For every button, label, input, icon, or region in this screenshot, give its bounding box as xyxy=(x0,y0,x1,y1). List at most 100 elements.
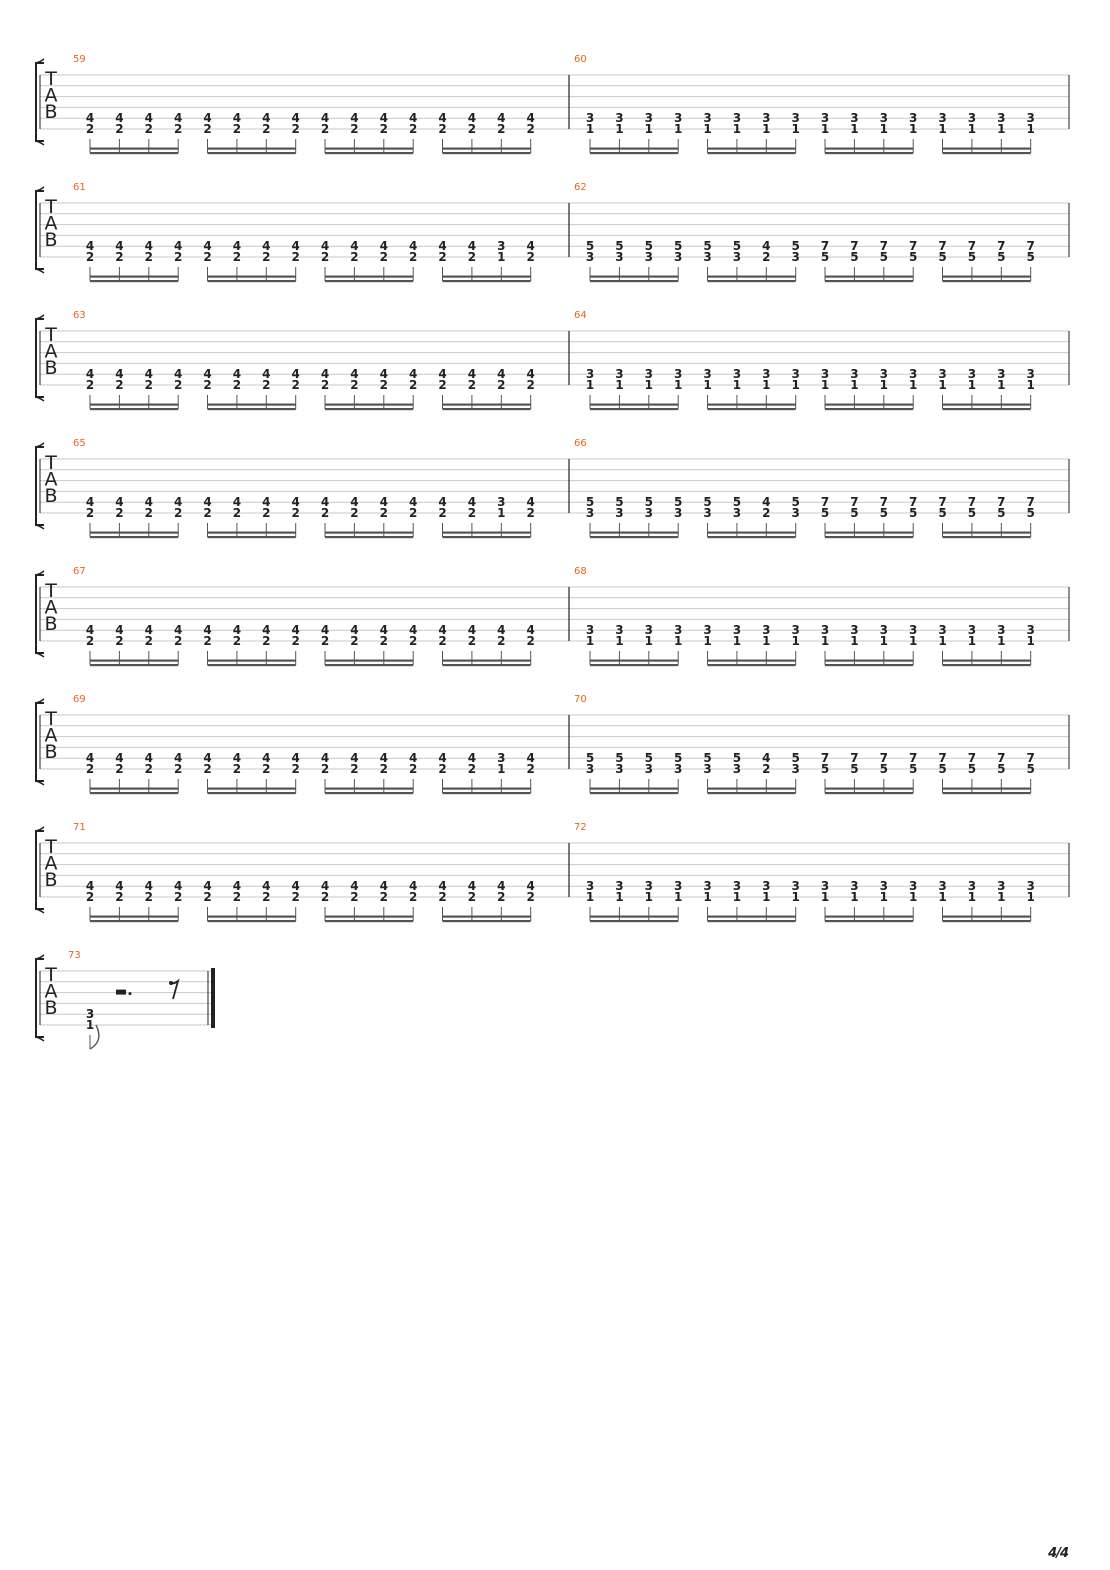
fret-number: 1 xyxy=(821,378,829,392)
fret-number: 5 xyxy=(880,762,888,776)
fret-number: 3 xyxy=(615,879,623,893)
sixteenth-beam xyxy=(707,792,796,795)
fret-number: 2 xyxy=(262,378,270,392)
fret-number: 1 xyxy=(615,634,623,648)
fret-number: 2 xyxy=(115,506,123,520)
fret-number: 2 xyxy=(292,250,300,264)
fret-number: 2 xyxy=(380,122,388,136)
sixteenth-beam xyxy=(942,787,1031,790)
tab-system: TAB7142424242424242424242424242424242723… xyxy=(35,822,1070,923)
fret-number: 4 xyxy=(497,879,505,893)
fret-number: 2 xyxy=(203,890,211,904)
fret-number: 2 xyxy=(262,250,270,264)
fret-number: 2 xyxy=(762,506,770,520)
fret-number: 3 xyxy=(615,762,623,776)
fret-number: 2 xyxy=(174,634,182,648)
fret-number: 7 xyxy=(938,751,946,765)
fret-number: 5 xyxy=(703,239,711,253)
fret-number: 2 xyxy=(174,250,182,264)
fret-number: 4 xyxy=(321,495,329,509)
fret-number: 3 xyxy=(880,111,888,125)
fret-number: 4 xyxy=(262,495,270,509)
sixteenth-beam xyxy=(707,152,796,155)
fret-number: 2 xyxy=(174,762,182,776)
system-bracket-hook xyxy=(35,442,45,530)
sixteenth-beam xyxy=(442,147,531,150)
sixteenth-beam xyxy=(90,536,179,539)
fret-number: 4 xyxy=(292,111,300,125)
sixteenth-beam xyxy=(942,275,1031,278)
fret-number: 4 xyxy=(262,751,270,765)
fret-number: 2 xyxy=(438,506,446,520)
sixteenth-beam xyxy=(325,659,414,662)
fret-number: 1 xyxy=(909,378,917,392)
fret-number: 2 xyxy=(438,762,446,776)
tab-clef-letter: B xyxy=(44,741,57,763)
fret-number: 4 xyxy=(292,623,300,637)
fret-number: 2 xyxy=(262,762,270,776)
fret-number: 4 xyxy=(174,623,182,637)
fret-number: 5 xyxy=(997,762,1005,776)
fret-number: 2 xyxy=(145,890,153,904)
fret-number: 2 xyxy=(468,122,476,136)
sixteenth-beam xyxy=(442,280,531,283)
fret-number: 3 xyxy=(615,250,623,264)
fret-number: 2 xyxy=(468,634,476,648)
sixteenth-beam xyxy=(825,664,914,667)
system-bracket-hook xyxy=(35,954,45,1042)
fret-number: 2 xyxy=(468,890,476,904)
fret-number: 2 xyxy=(527,890,535,904)
fret-number: 1 xyxy=(615,378,623,392)
sixteenth-beam xyxy=(590,147,679,150)
fret-number: 1 xyxy=(850,890,858,904)
fret-number: 3 xyxy=(792,250,800,264)
fret-number: 1 xyxy=(703,122,711,136)
sixteenth-beam xyxy=(207,787,296,790)
system-bracket xyxy=(35,702,44,782)
fret-number: 2 xyxy=(145,378,153,392)
fret-number: 3 xyxy=(821,879,829,893)
sixteenth-beam xyxy=(942,664,1031,667)
fret-number: 3 xyxy=(497,239,505,253)
fret-number: 4 xyxy=(438,879,446,893)
fret-number: 4 xyxy=(145,111,153,125)
fret-number: 4 xyxy=(115,879,123,893)
fret-number: 2 xyxy=(438,634,446,648)
fret-number: 2 xyxy=(409,890,417,904)
fret-number: 2 xyxy=(350,762,358,776)
measure-number: 67 xyxy=(73,566,86,577)
fret-number: 3 xyxy=(645,250,653,264)
system-bracket-hook xyxy=(35,58,45,146)
measure-number: 71 xyxy=(73,822,86,833)
sixteenth-beam xyxy=(590,787,679,790)
fret-number: 4 xyxy=(262,879,270,893)
sixteenth-beam xyxy=(707,275,796,278)
fret-number: 3 xyxy=(821,367,829,381)
fret-number: 2 xyxy=(350,506,358,520)
sixteenth-beam xyxy=(825,275,914,278)
fret-number: 7 xyxy=(997,239,1005,253)
fret-number: 2 xyxy=(527,122,535,136)
sixteenth-beam xyxy=(825,403,914,406)
fret-number: 4 xyxy=(292,751,300,765)
fret-number: 1 xyxy=(586,890,594,904)
fret-number: 5 xyxy=(997,506,1005,520)
fret-number: 2 xyxy=(497,378,505,392)
fret-number: 2 xyxy=(86,250,94,264)
fret-number: 2 xyxy=(409,634,417,648)
fret-number: 3 xyxy=(792,762,800,776)
fret-number: 2 xyxy=(233,634,241,648)
sixteenth-beam xyxy=(207,915,296,918)
fret-number: 2 xyxy=(115,762,123,776)
sixteenth-beam xyxy=(442,403,531,406)
fret-number: 5 xyxy=(674,495,682,509)
fret-number: 4 xyxy=(468,367,476,381)
fret-number: 3 xyxy=(880,879,888,893)
tab-clef-letter: A xyxy=(45,725,58,747)
eighth-rest-head xyxy=(169,981,173,985)
fret-number: 3 xyxy=(968,623,976,637)
fret-number: 3 xyxy=(645,506,653,520)
fret-number: 1 xyxy=(909,122,917,136)
fret-number: 3 xyxy=(792,623,800,637)
